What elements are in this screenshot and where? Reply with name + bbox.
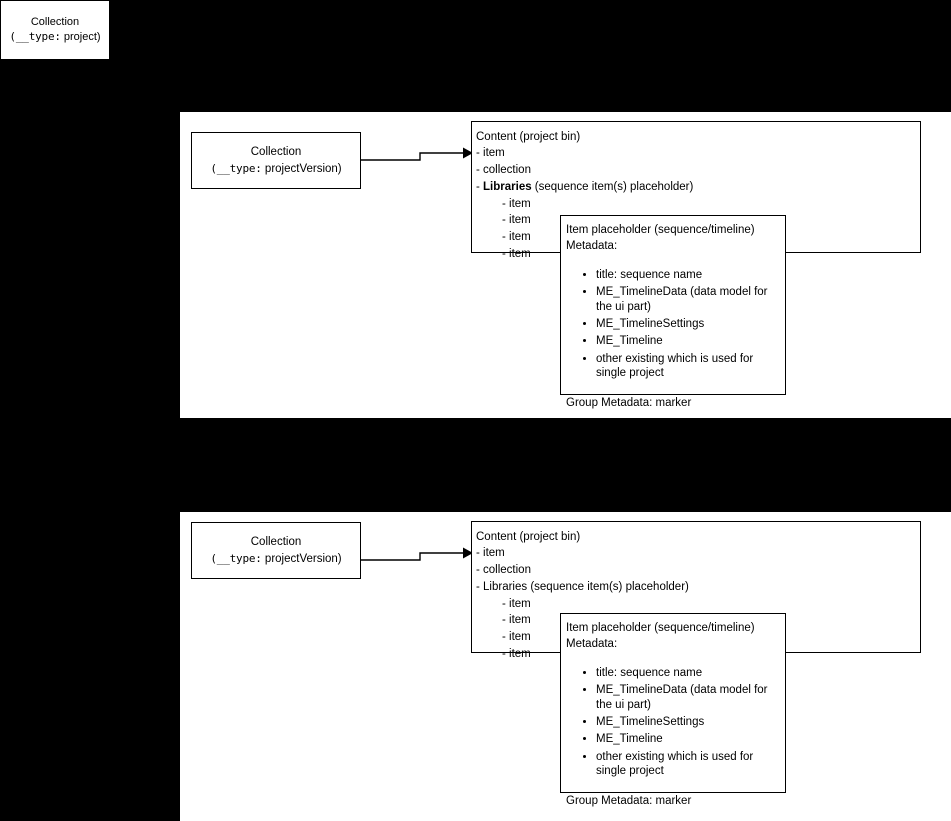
content-row-item: - item [476, 547, 505, 560]
placeholder-metadata-list: title: sequence name ME_TimelineData (da… [566, 268, 785, 382]
content-row-collection: - collection [476, 164, 531, 177]
content-row-libraries-suffix: (sequence item(s) placeholder) [527, 580, 689, 593]
collection-type-value: projectVersion) [261, 162, 342, 175]
collection-type: (__type: projectVersion) [210, 551, 341, 567]
collection-title: Collection [250, 146, 302, 159]
collection-type-value: projectVersion) [261, 552, 342, 565]
content-heading: Content (project bin) [476, 130, 581, 143]
collection-to-content-arrow-bottom [361, 547, 473, 561]
content-row-collection: - collection [476, 564, 531, 577]
placeholder-metadata-list: title: sequence name ME_TimelineData (da… [566, 666, 785, 780]
content-row-libraries-prefix: - [476, 580, 484, 593]
collection-title: Collection [250, 536, 302, 549]
list-item: ME_Timeline [596, 732, 776, 747]
content-row-libraries: - Libraries (sequence item(s) placeholde… [476, 579, 920, 596]
content-row-libraries-suffix: (sequence item(s) placeholder) [531, 180, 694, 193]
content-subitem-4: - item [502, 248, 531, 261]
collection-type-key: (__type: [210, 161, 262, 175]
placeholder-group-metadata: Group Metadata: marker [566, 397, 692, 410]
collection-projectversion-box-bottom[interactable]: Collection (__type: projectVersion) [191, 522, 361, 579]
collection-project-box[interactable]: Collection (__type: project) [0, 0, 110, 60]
list-item: ME_Timeline [596, 334, 776, 349]
content-row-libraries-label: Libraries [483, 580, 528, 593]
collection-project-type-key: (__type: [9, 30, 61, 43]
list-item: title: sequence name [596, 666, 776, 681]
collection-type-key: (__type: [210, 551, 262, 565]
placeholder-heading: Item placeholder (sequence/timeline) [566, 224, 755, 236]
collection-project-title: Collection [30, 16, 80, 29]
placeholder-heading: Item placeholder (sequence/timeline) [566, 622, 755, 634]
collection-projectversion-box-top[interactable]: Collection (__type: projectVersion) [191, 132, 361, 189]
content-row-libraries-prefix: - [476, 180, 484, 193]
list-item: title: sequence name [596, 268, 776, 283]
list-item: ME_TimelineData (data model for the ui p… [596, 683, 776, 713]
collection-to-content-arrow-top [361, 147, 473, 161]
collection-project-type-value: project) [60, 31, 101, 43]
content-subitem-4: - item [502, 648, 531, 661]
list-item: ME_TimelineData (data model for the ui p… [596, 285, 776, 315]
item-placeholder-box-bottom[interactable]: Item placeholder (sequence/timeline) Met… [560, 613, 786, 807]
content-row-item: - item [476, 147, 505, 160]
content-subitem-2: - item [502, 214, 531, 227]
list-item: other existing which is used for single … [596, 352, 776, 382]
content-subitem-1: - item [502, 197, 531, 210]
collection-project-type: (__type: project) [9, 30, 100, 45]
item-placeholder-box-top[interactable]: Item placeholder (sequence/timeline) Met… [560, 215, 786, 409]
placeholder-group-metadata: Group Metadata: marker [566, 795, 692, 808]
content-subitem-1: - item [502, 597, 531, 610]
collection-type: (__type: projectVersion) [210, 161, 341, 177]
content-subitem-2: - item [502, 614, 531, 627]
list-item: ME_TimelineSettings [596, 317, 776, 332]
list-item: ME_TimelineSettings [596, 715, 776, 730]
content-row-libraries-label: Libraries [483, 180, 532, 193]
list-item: other existing which is used for single … [596, 750, 776, 780]
content-heading: Content (project bin) [476, 530, 581, 543]
content-subitem-3: - item [502, 231, 531, 244]
placeholder-subheading: Metadata: [566, 638, 618, 651]
content-row-libraries: - Libraries (sequence item(s) placeholde… [476, 179, 920, 196]
placeholder-subheading: Metadata: [566, 240, 618, 253]
content-subitem-3: - item [502, 631, 531, 644]
